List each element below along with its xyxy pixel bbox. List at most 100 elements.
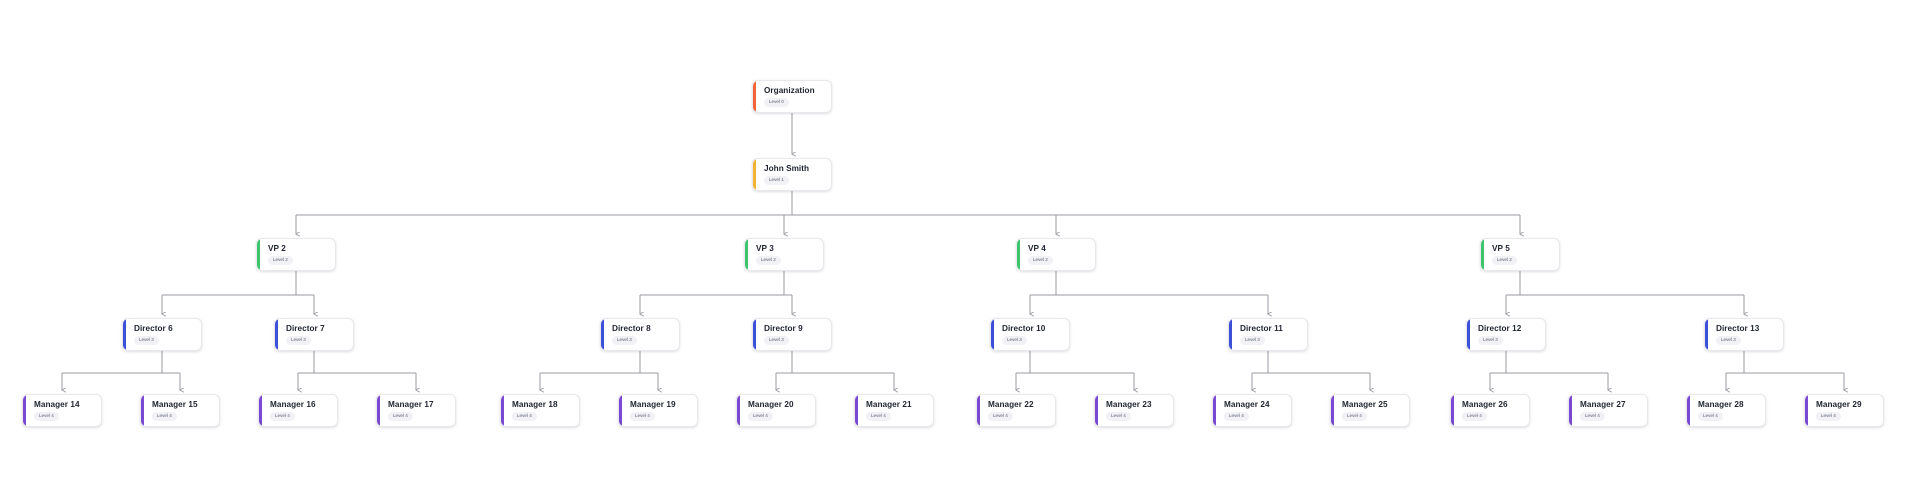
level-accent-bar — [991, 319, 994, 350]
node-title: Manager 17 — [388, 400, 434, 410]
level-accent-bar — [1467, 319, 1470, 350]
level-accent-bar — [753, 159, 756, 190]
node-level-badge: Level 4 — [512, 412, 537, 421]
node-level-badge: Level 4 — [1698, 412, 1723, 421]
node-title: Director 6 — [134, 324, 173, 334]
level-accent-bar — [1229, 319, 1232, 350]
org-node[interactable]: Manager 28 Level 4 — [1686, 394, 1766, 427]
node-level-badge: Level 2 — [756, 256, 781, 265]
org-node[interactable]: Manager 29 Level 4 — [1804, 394, 1884, 427]
node-title: Manager 22 — [988, 400, 1034, 410]
node-title: VP 4 — [1028, 244, 1046, 254]
node-title: Director 10 — [1002, 324, 1046, 334]
level-accent-bar — [1569, 395, 1572, 426]
org-node[interactable]: Director 8 Level 3 — [600, 318, 680, 351]
org-node[interactable]: Manager 27 Level 4 — [1568, 394, 1648, 427]
node-level-badge: Level 3 — [612, 336, 637, 345]
node-level-badge: Level 4 — [748, 412, 773, 421]
node-title: VP 5 — [1492, 244, 1510, 254]
node-title: Director 9 — [764, 324, 803, 334]
node-level-badge: Level 2 — [268, 256, 293, 265]
node-level-badge: Level 3 — [134, 336, 159, 345]
node-title: Manager 28 — [1698, 400, 1744, 410]
node-title: Director 8 — [612, 324, 651, 334]
level-accent-bar — [501, 395, 504, 426]
node-title: VP 2 — [268, 244, 286, 254]
level-accent-bar — [753, 319, 756, 350]
node-level-badge: Level 3 — [1478, 336, 1503, 345]
org-node[interactable]: Manager 17 Level 4 — [376, 394, 456, 427]
node-title: Manager 15 — [152, 400, 198, 410]
level-accent-bar — [855, 395, 858, 426]
node-level-badge: Level 4 — [152, 412, 177, 421]
node-level-badge: Level 3 — [1240, 336, 1265, 345]
node-title: Manager 29 — [1816, 400, 1862, 410]
node-title: Manager 25 — [1342, 400, 1388, 410]
node-title: Manager 18 — [512, 400, 558, 410]
level-accent-bar — [1481, 239, 1484, 270]
node-level-badge: Level 4 — [34, 412, 59, 421]
node-level-badge: Level 4 — [1580, 412, 1605, 421]
node-title: John Smith — [764, 164, 810, 174]
node-level-badge: Level 4 — [1106, 412, 1131, 421]
org-node[interactable]: Manager 14 Level 4 — [22, 394, 102, 427]
org-node[interactable]: Director 11 Level 3 — [1228, 318, 1308, 351]
node-title: Manager 24 — [1224, 400, 1270, 410]
level-accent-bar — [141, 395, 144, 426]
level-accent-bar — [377, 395, 380, 426]
node-title: Director 7 — [286, 324, 325, 334]
level-accent-bar — [259, 395, 262, 426]
node-level-badge: Level 4 — [1816, 412, 1841, 421]
node-title: Manager 27 — [1580, 400, 1626, 410]
org-node[interactable]: Manager 20 Level 4 — [736, 394, 816, 427]
node-title: Director 11 — [1240, 324, 1283, 334]
node-title: VP 3 — [756, 244, 774, 254]
node-level-badge: Level 4 — [630, 412, 655, 421]
org-node[interactable]: VP 2 Level 2 — [256, 238, 336, 271]
level-accent-bar — [619, 395, 622, 426]
level-accent-bar — [601, 319, 604, 350]
level-accent-bar — [123, 319, 126, 350]
node-title: Manager 20 — [748, 400, 794, 410]
level-accent-bar — [1705, 319, 1708, 350]
org-node[interactable]: Director 6 Level 3 — [122, 318, 202, 351]
org-node[interactable]: Manager 15 Level 4 — [140, 394, 220, 427]
level-accent-bar — [737, 395, 740, 426]
org-node[interactable]: Manager 18 Level 4 — [500, 394, 580, 427]
node-title: Manager 14 — [34, 400, 80, 410]
node-level-badge: Level 3 — [764, 336, 789, 345]
node-title: Director 13 — [1716, 324, 1760, 334]
org-node[interactable]: Manager 23 Level 4 — [1094, 394, 1174, 427]
node-title: Manager 23 — [1106, 400, 1152, 410]
node-title: Manager 21 — [866, 400, 912, 410]
level-accent-bar — [1095, 395, 1098, 426]
node-title: Director 12 — [1478, 324, 1522, 334]
org-node[interactable]: Manager 22 Level 4 — [976, 394, 1056, 427]
level-accent-bar — [1017, 239, 1020, 270]
org-node[interactable]: Director 9 Level 3 — [752, 318, 832, 351]
node-level-badge: Level 4 — [988, 412, 1013, 421]
node-level-badge: Level 4 — [388, 412, 413, 421]
level-accent-bar — [745, 239, 748, 270]
org-node[interactable]: VP 3 Level 2 — [744, 238, 824, 271]
org-node[interactable]: Director 12 Level 3 — [1466, 318, 1546, 351]
level-accent-bar — [257, 239, 260, 270]
node-level-badge: Level 0 — [764, 98, 789, 107]
level-accent-bar — [1213, 395, 1216, 426]
level-accent-bar — [1331, 395, 1334, 426]
